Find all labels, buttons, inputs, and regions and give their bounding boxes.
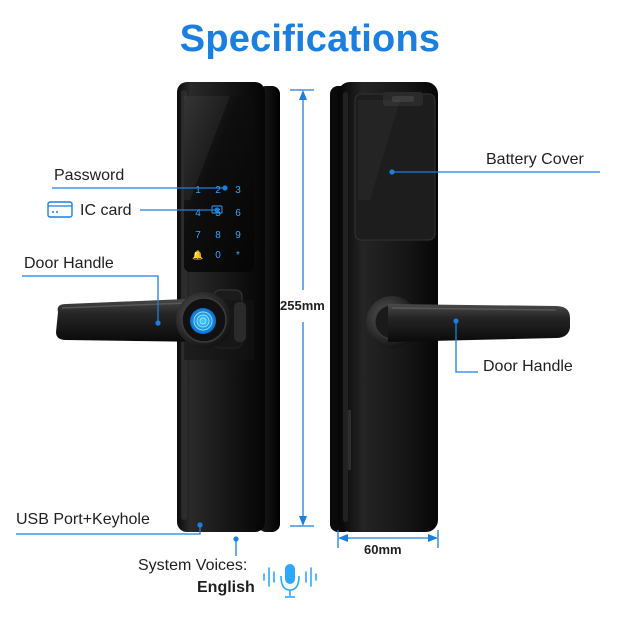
keypad-key: 2 xyxy=(215,185,221,196)
height-dimension-label: 255mm xyxy=(280,298,325,313)
usb-port-label: USB Port+Keyhole xyxy=(16,511,150,528)
keypad-key: 6 xyxy=(235,208,241,219)
keypad-key: 1 xyxy=(195,185,201,196)
rear-lock xyxy=(330,82,570,532)
rear-door-handle xyxy=(388,304,570,342)
battery-cover xyxy=(354,92,436,241)
battery-cover-label: Battery Cover xyxy=(486,151,584,168)
voice-mic-icon xyxy=(263,564,317,598)
fingerprint-icon xyxy=(190,308,216,334)
keypad-key: 🔔 xyxy=(192,250,203,261)
keypad-key: * xyxy=(236,250,240,261)
keypad-key: 8 xyxy=(215,230,221,241)
callouts xyxy=(16,169,600,556)
keypad-key: 3 xyxy=(235,185,241,196)
card-icon xyxy=(47,201,73,218)
voice-language-label: English xyxy=(197,579,255,596)
door-handle-left-label: Door Handle xyxy=(24,255,114,272)
keypad: 1 2 3 4 5 6 7 8 9 🔔 0 * xyxy=(192,185,241,261)
keypad-key: 7 xyxy=(195,230,201,241)
door-handle-right-label: Door Handle xyxy=(483,358,573,375)
keypad-key: 4 xyxy=(195,208,201,219)
width-dimension-label: 60mm xyxy=(364,542,402,557)
keypad-key: 9 xyxy=(235,230,241,241)
height-dimension xyxy=(290,89,314,527)
password-label: Password xyxy=(54,167,125,184)
system-voices-label: System Voices: xyxy=(138,557,248,574)
keypad-key: 5 xyxy=(215,208,221,219)
ic-card-label: IC card xyxy=(80,202,132,219)
width-dimension xyxy=(337,530,439,548)
page-title: Specifications xyxy=(179,18,441,60)
keypad-key: 0 xyxy=(215,250,221,261)
front-lock xyxy=(56,82,280,532)
